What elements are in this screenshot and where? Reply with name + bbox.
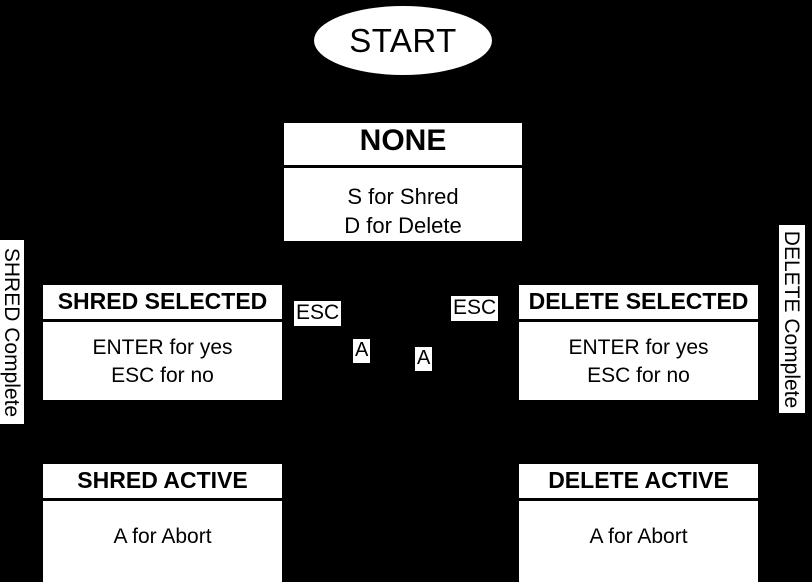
state-node-shred-selected-body-line-1: ENTER for yes: [92, 336, 233, 360]
edge-label-delete-complete-text: DELETE Complete: [780, 230, 804, 408]
state-node-shred-selected-body-line-2: ESC for no: [111, 364, 214, 388]
state-node-delete-selected-body-line-1: ENTER for yes: [568, 336, 709, 360]
state-node-delete-selected[interactable]: DELETE SELECTED ENTER for yes ESC for no: [519, 285, 758, 400]
state-node-delete-selected-title: DELETE SELECTED: [519, 285, 758, 323]
edge-label-shred-complete-text: SHRED Complete: [0, 247, 24, 417]
state-node-delete-active-body: A for Abort: [519, 501, 758, 582]
state-node-shred-selected-title: SHRED SELECTED: [43, 285, 282, 323]
edge-label-esc-shred: ESC: [294, 301, 342, 327]
state-node-shred-active-title: SHRED ACTIVE: [43, 464, 282, 502]
edge-label-shred-complete: SHRED Complete: [0, 240, 24, 424]
edge-label-abort-delete: A: [415, 347, 433, 371]
state-node-shred-selected[interactable]: SHRED SELECTED ENTER for yes ESC for no: [43, 285, 282, 400]
start-node[interactable]: START: [314, 6, 492, 75]
state-node-shred-active-body-line-1: A for Abort: [113, 525, 212, 549]
edge-label-esc-delete: ESC: [451, 296, 499, 322]
state-node-delete-selected-body: ENTER for yes ESC for no: [519, 322, 758, 400]
edge-label-abort-shred: A: [353, 339, 371, 363]
state-node-delete-active-title: DELETE ACTIVE: [519, 464, 758, 502]
edge-label-delete-complete: DELETE Complete: [779, 225, 805, 413]
state-node-delete-active-body-line-1: A for Abort: [589, 525, 688, 549]
state-node-shred-active-body: A for Abort: [43, 501, 282, 582]
state-node-none-body-line-2: D for Delete: [344, 212, 462, 238]
state-node-none-body: S for Shred D for Delete: [284, 168, 522, 247]
state-node-shred-active[interactable]: SHRED ACTIVE A for Abort: [43, 464, 282, 582]
state-node-delete-selected-body-line-2: ESC for no: [587, 364, 690, 388]
state-node-none-body-line-1: S for Shred: [347, 183, 459, 209]
start-node-label: START: [349, 22, 457, 59]
state-node-shred-selected-body: ENTER for yes ESC for no: [43, 322, 282, 400]
state-node-delete-active[interactable]: DELETE ACTIVE A for Abort: [519, 464, 758, 582]
state-node-none[interactable]: NONE S for Shred D for Delete: [284, 123, 522, 241]
state-node-none-title: NONE: [284, 123, 522, 168]
